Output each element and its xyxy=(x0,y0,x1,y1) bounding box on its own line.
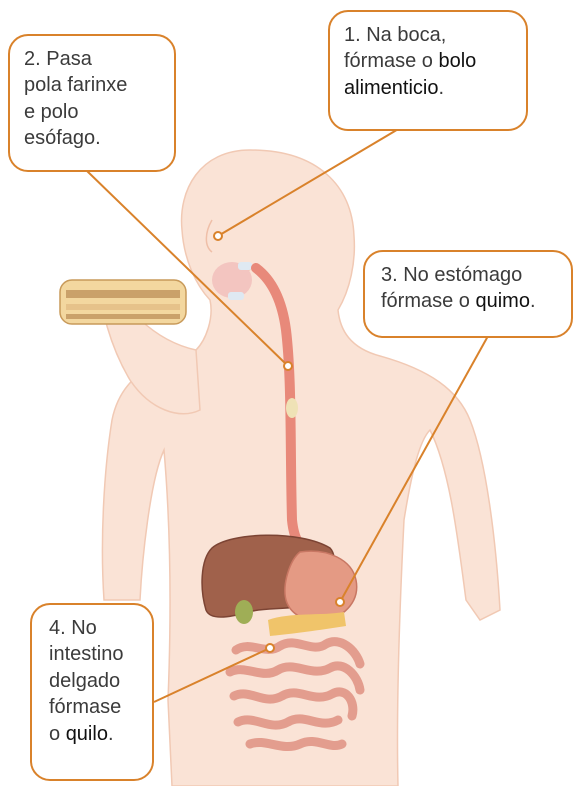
callout-stomach-line1: 3. No estómago xyxy=(381,262,557,288)
callout-mouth-period: . xyxy=(438,77,444,99)
callout-mouth-line1: 1. Na boca, xyxy=(344,22,512,48)
callout-pharynx-line2: pola farinxe xyxy=(24,72,160,98)
food-bolus xyxy=(286,398,298,418)
callout-pharynx-line3: e polo xyxy=(24,99,160,125)
marker-intestine xyxy=(266,644,274,652)
callout-mouth: 1. Na boca, fórmase o bolo alimenticio. xyxy=(328,10,528,131)
gallbladder xyxy=(235,600,253,624)
callout-intestine-line1: 4. No xyxy=(49,615,138,641)
keyword-alimenticio: alimenticio xyxy=(344,77,438,99)
callout-stomach-period: . xyxy=(530,290,536,312)
marker-esophagus xyxy=(284,362,292,370)
food-sandwich xyxy=(60,280,186,324)
callout-pharynx-line4: esófago. xyxy=(24,125,160,151)
callout-pharynx: 2. Pasa pola farinxe e polo esófago. xyxy=(8,34,176,172)
callout-intestine: 4. No intestino delgado fórmase o quilo. xyxy=(30,603,154,781)
callout-intestine-period: . xyxy=(108,723,114,745)
callout-intestine-line5-text: o xyxy=(49,723,66,745)
callout-stomach: 3. No estómago fórmase o quimo. xyxy=(363,250,573,338)
callout-intestine-line2: intestino xyxy=(49,641,138,667)
callout-stomach-line2-text: fórmase o xyxy=(381,290,475,312)
keyword-quilo: quilo xyxy=(66,723,108,745)
callout-intestine-line3: delgado xyxy=(49,668,138,694)
callout-mouth-line3: alimenticio. xyxy=(344,75,512,101)
keyword-quimo: quimo xyxy=(475,290,529,312)
marker-mouth xyxy=(214,232,222,240)
keyword-bolo: bolo xyxy=(438,50,476,72)
marker-stomach xyxy=(336,598,344,606)
callout-stomach-line2: fórmase o quimo. xyxy=(381,288,557,314)
callout-mouth-line2-text: fórmase o xyxy=(344,50,438,72)
callout-intestine-line4: fórmase xyxy=(49,694,138,720)
callout-intestine-line5: o quilo. xyxy=(49,721,138,747)
callout-mouth-line2: fórmase o bolo xyxy=(344,48,512,74)
callout-pharynx-line1: 2. Pasa xyxy=(24,46,160,72)
